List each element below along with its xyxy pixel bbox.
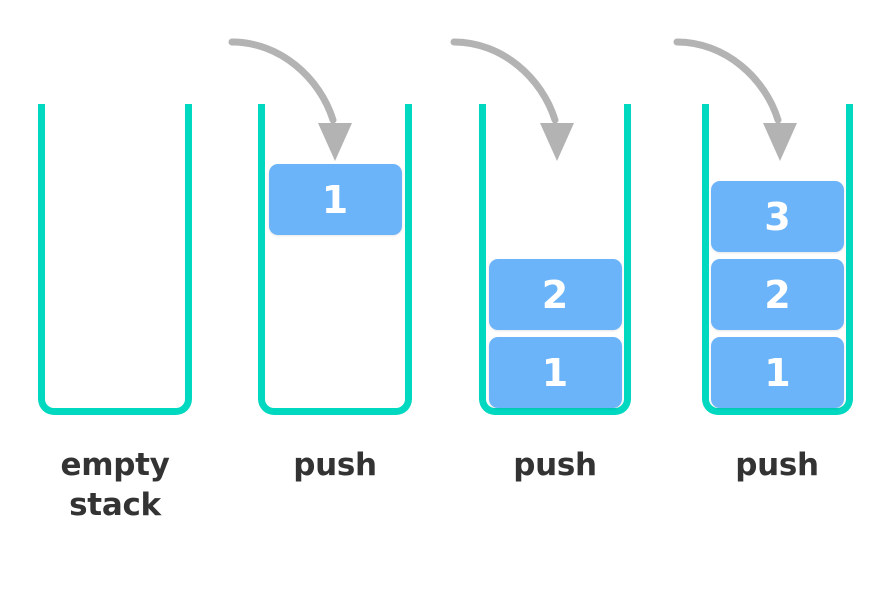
caption-line: stack: [69, 486, 161, 523]
stack-caption-push-3: push: [680, 446, 874, 486]
stack-slots-push-2: 2 1: [488, 110, 622, 408]
stack-item: 3: [711, 181, 844, 252]
stack-container-empty: [38, 104, 192, 415]
stack-item: 2: [488, 259, 622, 330]
stack-caption-push-1: push: [238, 446, 432, 486]
stack-slots-push-1: 1: [268, 164, 402, 408]
stack-caption-push-2: push: [458, 446, 652, 486]
stack-item: 2: [711, 259, 844, 330]
stack-item: 1: [711, 337, 844, 408]
caption-line: empty: [60, 447, 170, 483]
stack-container-push-1: [258, 104, 412, 415]
stack-container-push-2: [479, 104, 631, 415]
stack-item: 1: [488, 337, 622, 408]
stack-slots-push-3: 3 2 1: [711, 110, 844, 408]
caption-line: push: [735, 447, 819, 483]
stack-slots-empty: [48, 110, 182, 408]
caption-line: push: [293, 447, 377, 483]
stack-item: 1: [268, 164, 402, 235]
caption-line: push: [513, 447, 597, 483]
stack-container-push-3: [702, 104, 853, 415]
stack-caption-empty: empty stack: [18, 446, 212, 525]
